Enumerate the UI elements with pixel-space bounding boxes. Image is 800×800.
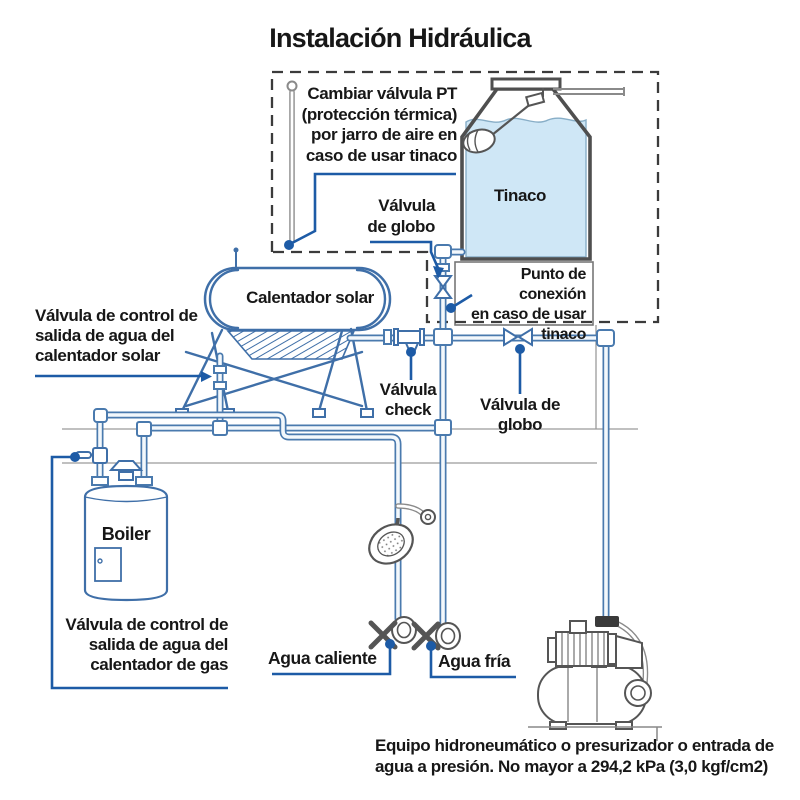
boiler-vent-cap [108, 460, 144, 481]
dashed-region-outline [270, 70, 660, 324]
solar-heater-label: Calentador solar [246, 288, 374, 307]
solar-heater-tank [203, 247, 392, 332]
tinaco-inlet-pipe [553, 87, 625, 96]
pump-note-label: Equipo hidroneumático o presurizador o e… [375, 736, 774, 776]
shower [368, 506, 436, 565]
float-valve [462, 88, 546, 154]
boiler-label: Boiler [101, 524, 151, 544]
boiler-door [94, 547, 122, 582]
boiler-outlet-valve [75, 447, 108, 464]
pump-unit [528, 616, 662, 741]
pump-inlet-tee [595, 616, 619, 627]
pt-valve-note: Cambiar válvula PT (protección térmica) … [301, 84, 458, 166]
leader-lines [35, 172, 525, 690]
shower-wall-flange [420, 509, 436, 525]
tinaco-label: Tinaco [493, 186, 547, 205]
hot-water-label: Agua caliente [268, 648, 377, 668]
cold-water-label: Agua fría [438, 651, 511, 671]
faucet-cold [411, 621, 461, 651]
tinaco-tank [460, 77, 592, 261]
globe-valve-tinaco [433, 275, 453, 299]
page-title: Instalación Hidráulica [269, 23, 531, 53]
shower-head [368, 523, 414, 565]
boiler [75, 447, 169, 602]
tinaco-platform-box [454, 261, 594, 326]
check-valve-label: Válvula check [379, 380, 437, 420]
faucet-hot [368, 616, 417, 650]
check-valve [393, 328, 425, 351]
solar-collector-tubes [226, 330, 356, 360]
globe-valve-main [503, 327, 533, 347]
solar-outlet-valve-label: Válvula de control de salida de agua del… [35, 306, 198, 366]
air-relief-pipe [286, 80, 298, 241]
connection-point-label: Punto de conexión en caso de usar tinaco [471, 266, 586, 344]
pipe-fittings [91, 244, 615, 486]
globe-valve-top-label: Válvula de globo [367, 196, 435, 236]
globe-valve-main-label: Válvula de globo [479, 395, 561, 435]
gas-outlet-valve-label: Válvula de control de salida de agua del… [65, 615, 228, 675]
pump-motor [555, 631, 609, 667]
